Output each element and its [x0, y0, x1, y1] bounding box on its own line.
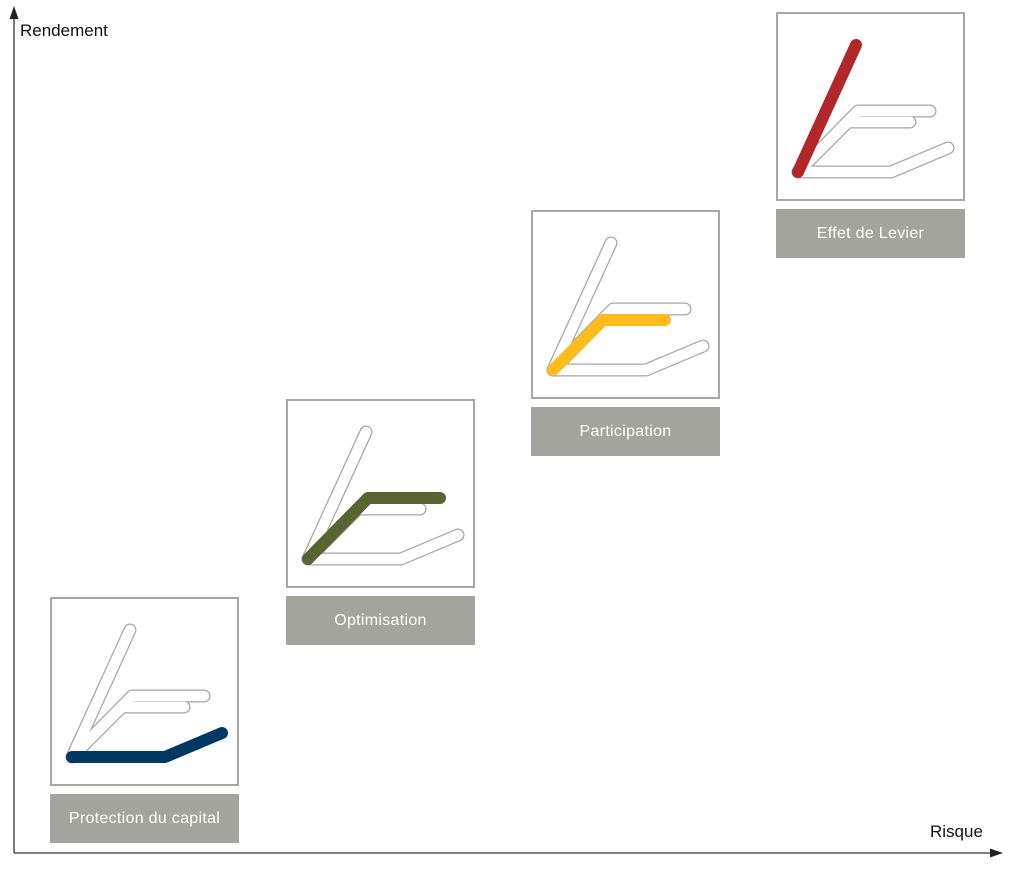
protection-path-fill [792, 142, 954, 178]
product-optimisation: Optimisation [286, 399, 475, 645]
protection-path-highlight [66, 727, 228, 763]
optimisation-path-highlight [302, 492, 446, 565]
product-participation: Participation [531, 210, 720, 456]
product-label: Effet de Levier [776, 209, 965, 258]
protection-path-fill [547, 340, 709, 376]
product-label: Optimisation [286, 596, 475, 645]
leverage-path-fill [302, 426, 372, 565]
y-axis-arrow [9, 6, 19, 19]
leverage-path-fill [547, 237, 617, 376]
payoff-chart-icon [776, 12, 965, 201]
payoff-chart-icon [286, 399, 475, 588]
x-axis-label: Risque [930, 822, 983, 841]
x-axis-arrow [990, 848, 1003, 858]
product-label: Participation [531, 407, 720, 456]
product-effet-de-levier: Effet de Levier [776, 12, 965, 258]
protection-path-fill [302, 529, 464, 565]
payoff-chart-icon [531, 210, 720, 399]
y-axis-label: Rendement [20, 21, 108, 40]
payoff-chart-icon [50, 597, 239, 786]
product-protection-du-capital: Protection du capital [50, 597, 239, 843]
optimisation-path-fill [792, 105, 936, 178]
participation-path-highlight [547, 314, 671, 376]
product-label: Protection du capital [50, 794, 239, 843]
leverage-path-fill [66, 624, 136, 763]
optimisation-path-fill [66, 690, 210, 763]
leverage-path-highlight [792, 39, 862, 178]
